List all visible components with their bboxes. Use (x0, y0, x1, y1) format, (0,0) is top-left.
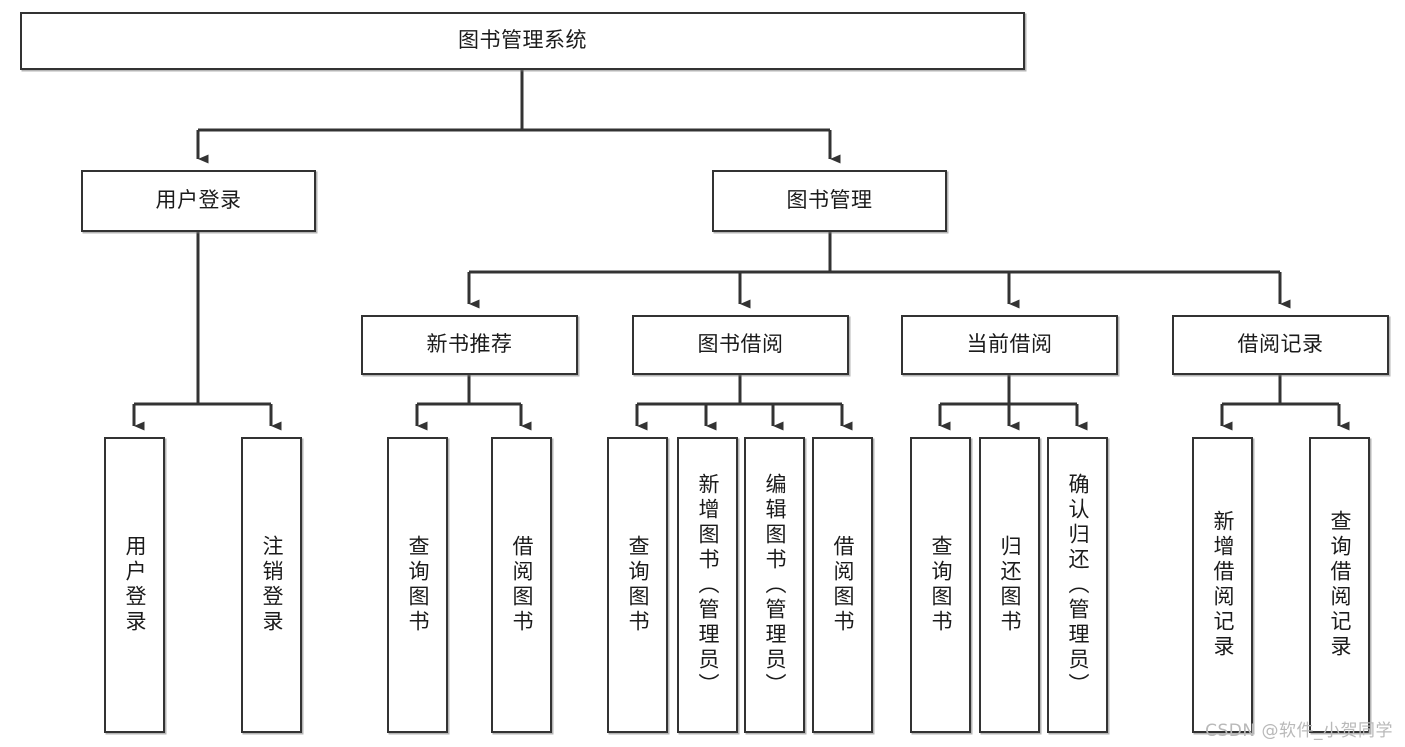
node-leaf-label: 编辑图书（管理员） (763, 472, 787, 698)
node-leaf-user-login-login[interactable]: 用户登录 (104, 437, 165, 733)
node-borrow-records-label: 借阅记录 (1237, 332, 1324, 357)
node-book-borrow[interactable]: 图书借阅 (632, 315, 849, 375)
node-leaf-book-borrow-add[interactable]: 新增图书（管理员） (677, 437, 738, 733)
node-book-management-label: 图书管理 (786, 188, 873, 213)
node-book-management[interactable]: 图书管理 (712, 170, 947, 232)
node-current-borrow[interactable]: 当前借阅 (901, 315, 1118, 375)
node-user-login-label: 用户登录 (155, 188, 242, 213)
node-leaf-book-borrow-query[interactable]: 查询图书 (607, 437, 668, 733)
node-leaf-label: 归还图书 (998, 535, 1022, 635)
node-leaf-label: 查询图书 (929, 535, 953, 635)
node-leaf-new-book-query[interactable]: 查询图书 (387, 437, 448, 733)
node-leaf-label: 新增图书（管理员） (696, 472, 720, 698)
node-leaf-current-borrow-confirm[interactable]: 确认归还（管理员） (1047, 437, 1108, 733)
node-leaf-current-borrow-query[interactable]: 查询图书 (910, 437, 971, 733)
node-root-library-management-system[interactable]: 图书管理系统 (20, 12, 1025, 70)
node-leaf-book-borrow-edit[interactable]: 编辑图书（管理员） (744, 437, 805, 733)
node-borrow-records[interactable]: 借阅记录 (1172, 315, 1389, 375)
node-leaf-current-borrow-return[interactable]: 归还图书 (979, 437, 1040, 733)
node-leaf-label: 用户登录 (123, 535, 147, 635)
node-leaf-label: 查询图书 (406, 535, 430, 635)
node-leaf-borrow-records-query[interactable]: 查询借阅记录 (1309, 437, 1370, 733)
node-leaf-user-login-logout[interactable]: 注销登录 (241, 437, 302, 733)
watermark-text: CSDN @软件_小贺同学 (1205, 721, 1393, 741)
node-user-login[interactable]: 用户登录 (81, 170, 316, 232)
node-leaf-book-borrow-borrow[interactable]: 借阅图书 (812, 437, 873, 733)
node-book-borrow-label: 图书借阅 (697, 332, 784, 357)
node-leaf-label: 新增借阅记录 (1211, 510, 1235, 660)
node-leaf-label: 注销登录 (260, 535, 284, 635)
node-leaf-label: 借阅图书 (831, 535, 855, 635)
node-leaf-new-book-borrow[interactable]: 借阅图书 (491, 437, 552, 733)
node-current-borrow-label: 当前借阅 (966, 332, 1053, 357)
node-leaf-borrow-records-add[interactable]: 新增借阅记录 (1192, 437, 1253, 733)
node-leaf-label: 借阅图书 (510, 535, 534, 635)
node-root-label: 图书管理系统 (458, 28, 587, 53)
node-new-book-recommend[interactable]: 新书推荐 (361, 315, 578, 375)
node-leaf-label: 查询图书 (626, 535, 650, 635)
node-new-book-recommend-label: 新书推荐 (426, 332, 513, 357)
node-leaf-label: 查询借阅记录 (1328, 510, 1352, 660)
node-leaf-label: 确认归还（管理员） (1066, 472, 1090, 698)
